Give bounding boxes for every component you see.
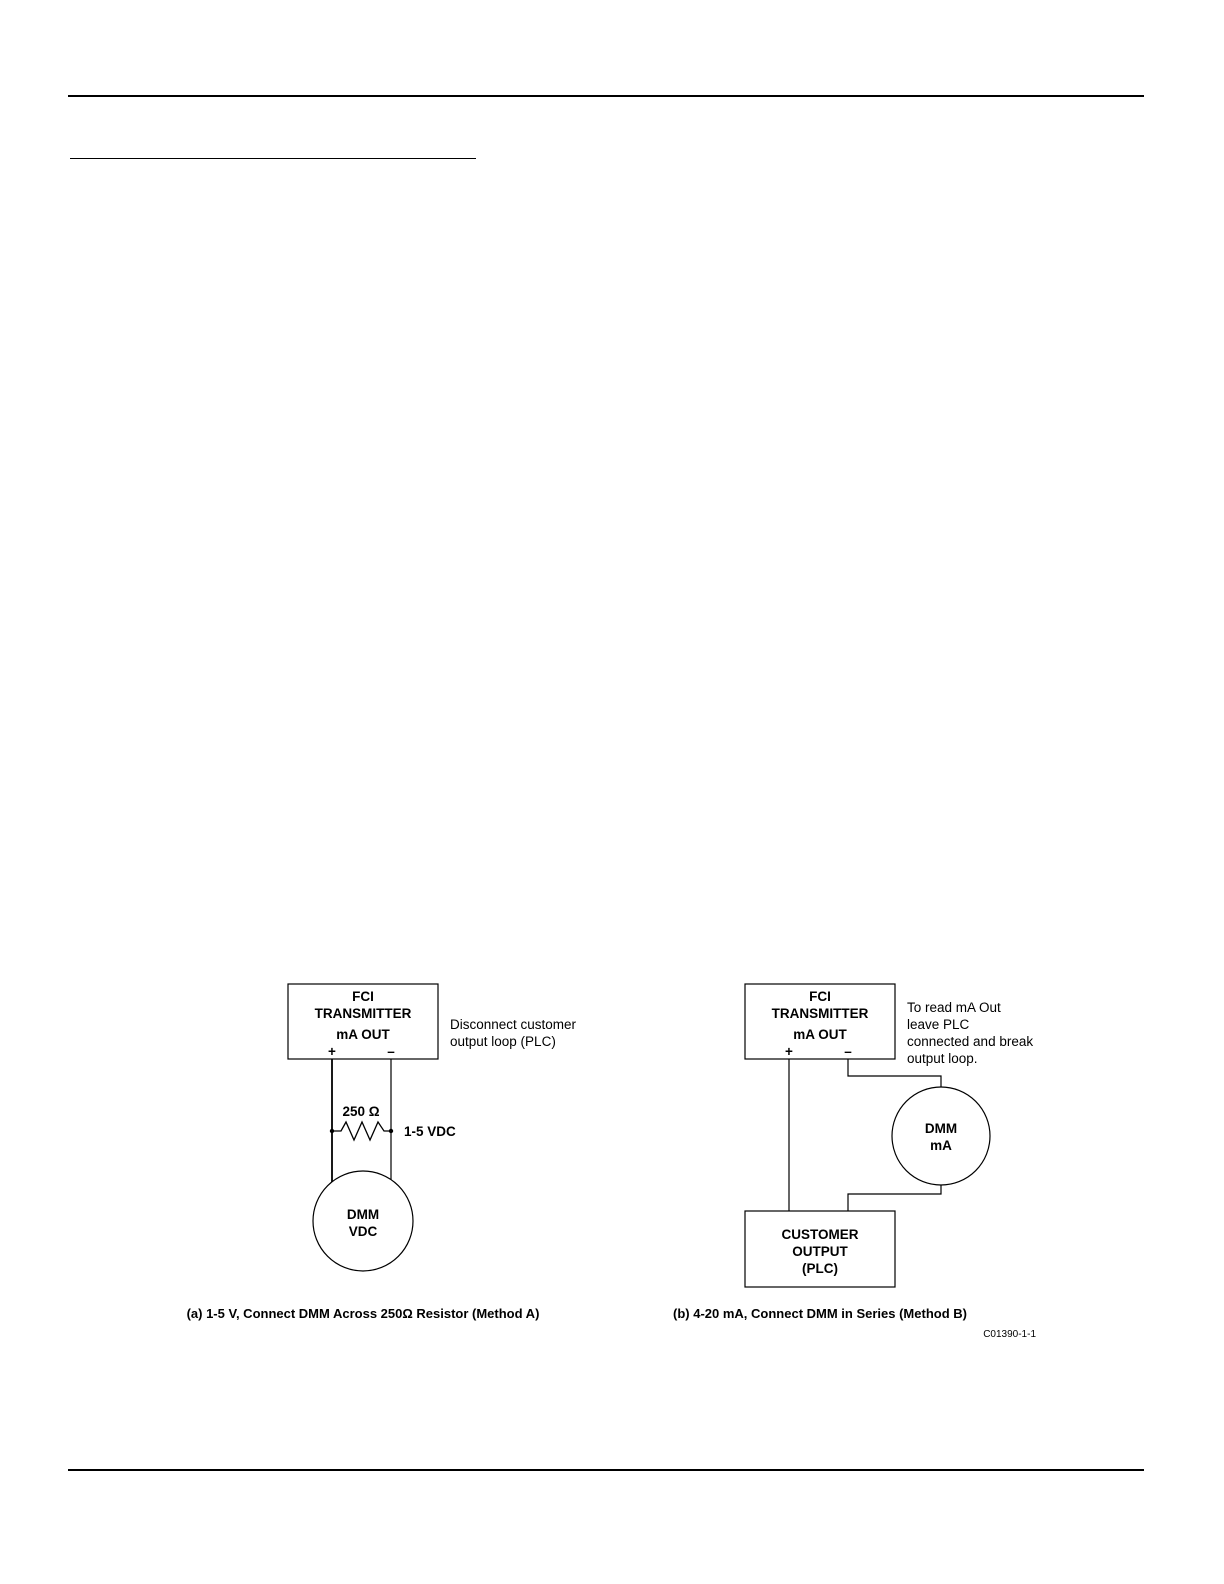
transmitter-b-line1: FCI xyxy=(809,989,831,1004)
note-a-line1: Disconnect customer xyxy=(450,1017,577,1032)
wire-minus-to-dmm xyxy=(847,1059,942,1087)
meter-a-line1: DMM xyxy=(347,1207,379,1222)
resistor-symbol xyxy=(332,1120,391,1142)
transmitter-box-a xyxy=(287,983,439,1060)
meter-a-line2: VDC xyxy=(349,1224,378,1239)
resistor-label: 250 Ω xyxy=(342,1104,379,1119)
voltage-label: 1-5 VDC xyxy=(404,1124,456,1139)
section-rule xyxy=(70,158,476,159)
junction-dot xyxy=(388,1128,394,1134)
method-a-diagram: FCI TRANSMITTER mA OUT + – Disconnect cu… xyxy=(187,983,577,1321)
transmitter-a-line1: FCI xyxy=(352,989,374,1004)
figure-code: C01390-1-1 xyxy=(983,1329,1036,1340)
method-b-diagram: FCI TRANSMITTER mA OUT + – To read mA Ou… xyxy=(673,983,1033,1321)
junction-dot xyxy=(329,1128,335,1134)
transmitter-a-line3: mA OUT xyxy=(336,1027,390,1042)
transmitter-a-line2: TRANSMITTER xyxy=(315,1006,412,1021)
note-a-line2: output loop (PLC) xyxy=(450,1034,556,1049)
note-b-line1: To read mA Out xyxy=(907,1000,1001,1015)
caption-a: (a) 1-5 V, Connect DMM Across 250Ω Resis… xyxy=(187,1306,540,1321)
terminal-plus-b: + xyxy=(785,1044,793,1059)
footer-rule xyxy=(68,1469,1144,1471)
dmm-vdc-meter xyxy=(312,1170,414,1272)
transmitter-box-b xyxy=(744,983,896,1060)
meter-b-line1: DMM xyxy=(925,1121,957,1136)
transmitter-b-line3: mA OUT xyxy=(793,1027,847,1042)
note-b-line3: connected and break xyxy=(907,1034,1033,1049)
caption-b: (b) 4-20 mA, Connect DMM in Series (Meth… xyxy=(673,1306,967,1321)
customer-line3: (PLC) xyxy=(802,1261,838,1276)
customer-output-box xyxy=(744,1210,896,1288)
terminal-minus-a: – xyxy=(387,1044,395,1059)
note-b-line2: leave PLC xyxy=(907,1017,970,1032)
wire-dmm-to-plc xyxy=(847,1185,942,1211)
terminal-plus-a: + xyxy=(328,1044,336,1059)
header-rule xyxy=(68,95,1144,97)
transmitter-b-line2: TRANSMITTER xyxy=(772,1006,869,1021)
meter-b-line2: mA xyxy=(930,1138,952,1153)
dmm-ma-meter xyxy=(891,1086,991,1186)
customer-line2: OUTPUT xyxy=(792,1244,848,1259)
terminal-minus-b: – xyxy=(844,1044,852,1059)
note-b-line4: output loop. xyxy=(907,1051,978,1066)
customer-line1: CUSTOMER xyxy=(781,1227,858,1242)
